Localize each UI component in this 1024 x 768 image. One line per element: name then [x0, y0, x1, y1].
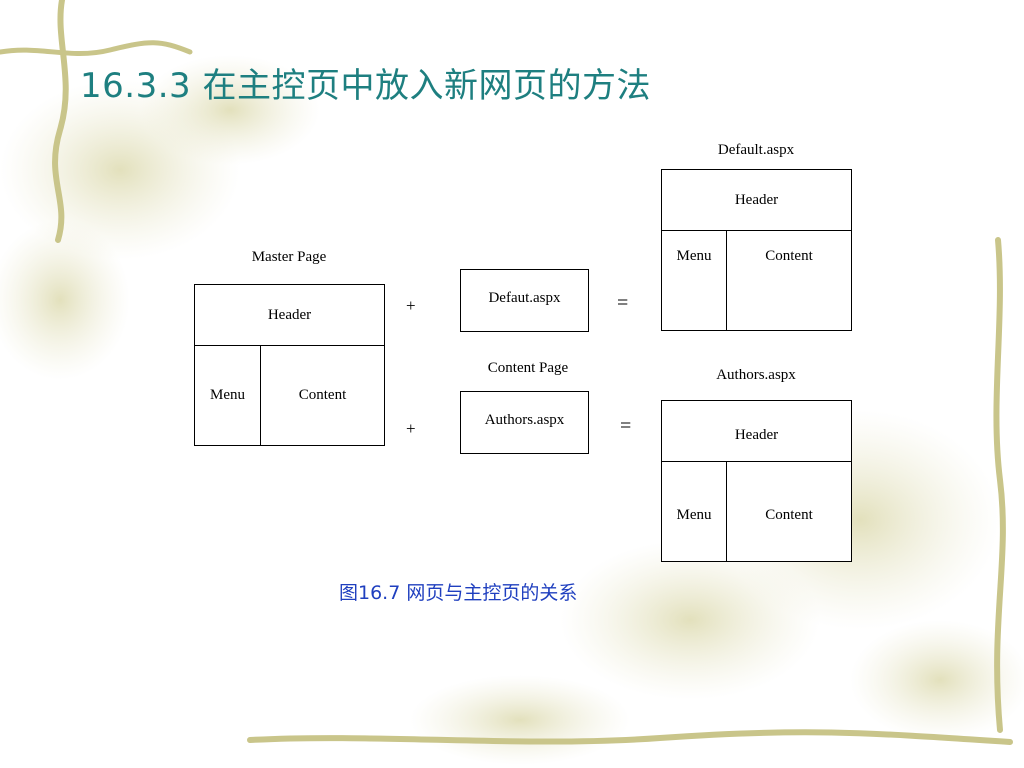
divider — [726, 461, 727, 561]
vine-top — [0, 40, 193, 57]
content-page-label: Content Page — [487, 360, 569, 376]
equals-operator: = — [617, 292, 629, 314]
content-page-authors: Authors.aspx — [460, 391, 589, 454]
divider — [260, 345, 261, 445]
master-page-label: Master Page — [251, 249, 327, 265]
vine-bottom — [247, 729, 1013, 745]
result-menu-cell: Menu — [676, 507, 712, 523]
leaf-blot — [850, 620, 1024, 740]
result-authors-box: Header Menu Content — [661, 400, 852, 562]
master-header-cell: Header — [267, 306, 312, 323]
content-page-file-name: Authors.aspx — [484, 412, 565, 428]
content-page-file-name: Defaut.aspx — [488, 290, 561, 306]
plus-operator: + — [406, 296, 416, 315]
master-page-box: Header Menu Content — [194, 284, 385, 446]
result-authors-label: Authors.aspx — [684, 366, 828, 385]
master-menu-cell: Menu — [210, 387, 245, 403]
result-header-cell: Header — [734, 426, 779, 443]
leaf-blot — [140, 55, 320, 165]
figure-caption: 图16.7 网页与主控页的关系 — [339, 582, 578, 604]
slide-title: 16.3.3 在主控页中放入新网页的方法 — [80, 66, 651, 106]
divider — [195, 345, 384, 346]
content-page-defaut: Defaut.aspx — [460, 269, 589, 332]
equals-operator: = — [620, 415, 632, 437]
leaf-blot — [560, 540, 820, 700]
divider — [662, 230, 851, 231]
result-default-box: Header Menu Content — [661, 169, 852, 331]
divider — [726, 230, 727, 330]
result-content-cell: Content — [765, 507, 813, 523]
master-content-cell: Content — [298, 387, 347, 403]
result-content-cell: Content — [765, 247, 813, 264]
result-default-label: Default.aspx — [717, 142, 795, 158]
divider — [662, 461, 851, 462]
leaf-blot — [0, 220, 130, 380]
leaf-blot — [410, 675, 630, 765]
plus-operator: + — [406, 419, 416, 438]
vine-right — [993, 237, 1006, 733]
result-menu-cell: Menu — [676, 247, 712, 264]
vine-left — [52, 0, 69, 243]
result-header-cell: Header — [734, 191, 779, 208]
